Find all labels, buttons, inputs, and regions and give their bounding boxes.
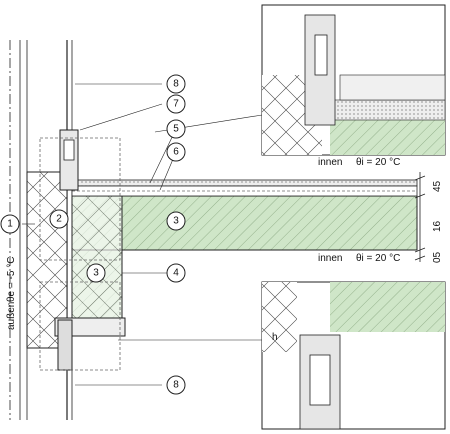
dimension-tick xyxy=(414,247,426,253)
svg-text:3: 3 xyxy=(173,216,179,227)
inset-top-profile xyxy=(314,34,328,76)
dimension-05: 05 xyxy=(432,251,443,263)
leader-line xyxy=(79,103,163,131)
detail-box-top xyxy=(39,137,121,261)
svg-text:6: 6 xyxy=(173,147,179,158)
lower-frame xyxy=(57,319,73,371)
svg-text:8: 8 xyxy=(173,79,179,90)
h-label: h xyxy=(272,332,278,343)
callout-3a: 3 xyxy=(166,211,186,231)
callout-1: 1 xyxy=(0,214,20,234)
inset-top-concrete xyxy=(330,120,445,155)
callout-6: 6 xyxy=(166,142,186,162)
screed-layer xyxy=(71,179,418,187)
callout-7: 7 xyxy=(166,94,186,114)
dimension-45: 45 xyxy=(432,180,443,192)
inset-bottom-profile xyxy=(309,354,331,406)
svg-text:3: 3 xyxy=(93,268,99,279)
inside-label-top: innen xyxy=(318,157,342,168)
dimension-tick xyxy=(414,175,426,181)
inset-bottom-insulation xyxy=(262,282,297,352)
callout-4: 4 xyxy=(166,263,186,283)
frame-profile xyxy=(63,139,75,161)
slab-edge-insulation xyxy=(71,195,123,322)
detail-box-bottom xyxy=(39,281,121,371)
dimension-tick xyxy=(414,193,426,199)
inset-top-screed xyxy=(329,99,446,121)
svg-text:2: 2 xyxy=(56,214,62,225)
callout-5: 5 xyxy=(166,119,186,139)
outside-temp: θe = -5 °C xyxy=(6,257,17,302)
leader-line xyxy=(149,128,177,184)
dimension-tick xyxy=(414,255,426,261)
inset-top-finish xyxy=(339,74,446,101)
inside-temp-top: θi = 20 °C xyxy=(356,157,400,168)
inset-bottom-concrete xyxy=(330,282,445,332)
svg-text:8: 8 xyxy=(173,380,179,391)
outside-label: außen xyxy=(6,302,17,330)
inside-label-bottom: innen xyxy=(318,253,342,264)
callout-3b: 3 xyxy=(86,263,106,283)
inside-temp-bottom: θi = 20 °C xyxy=(356,253,400,264)
svg-text:1: 1 xyxy=(7,219,13,230)
callout-2: 2 xyxy=(49,209,69,229)
dimension-16: 16 xyxy=(432,220,443,232)
concrete-slab xyxy=(71,195,418,251)
callout-8-bottom: 8 xyxy=(166,375,186,395)
svg-text:7: 7 xyxy=(173,99,179,110)
svg-text:4: 4 xyxy=(173,268,179,279)
callout-8-top: 8 xyxy=(166,74,186,94)
svg-text:5: 5 xyxy=(173,124,179,135)
